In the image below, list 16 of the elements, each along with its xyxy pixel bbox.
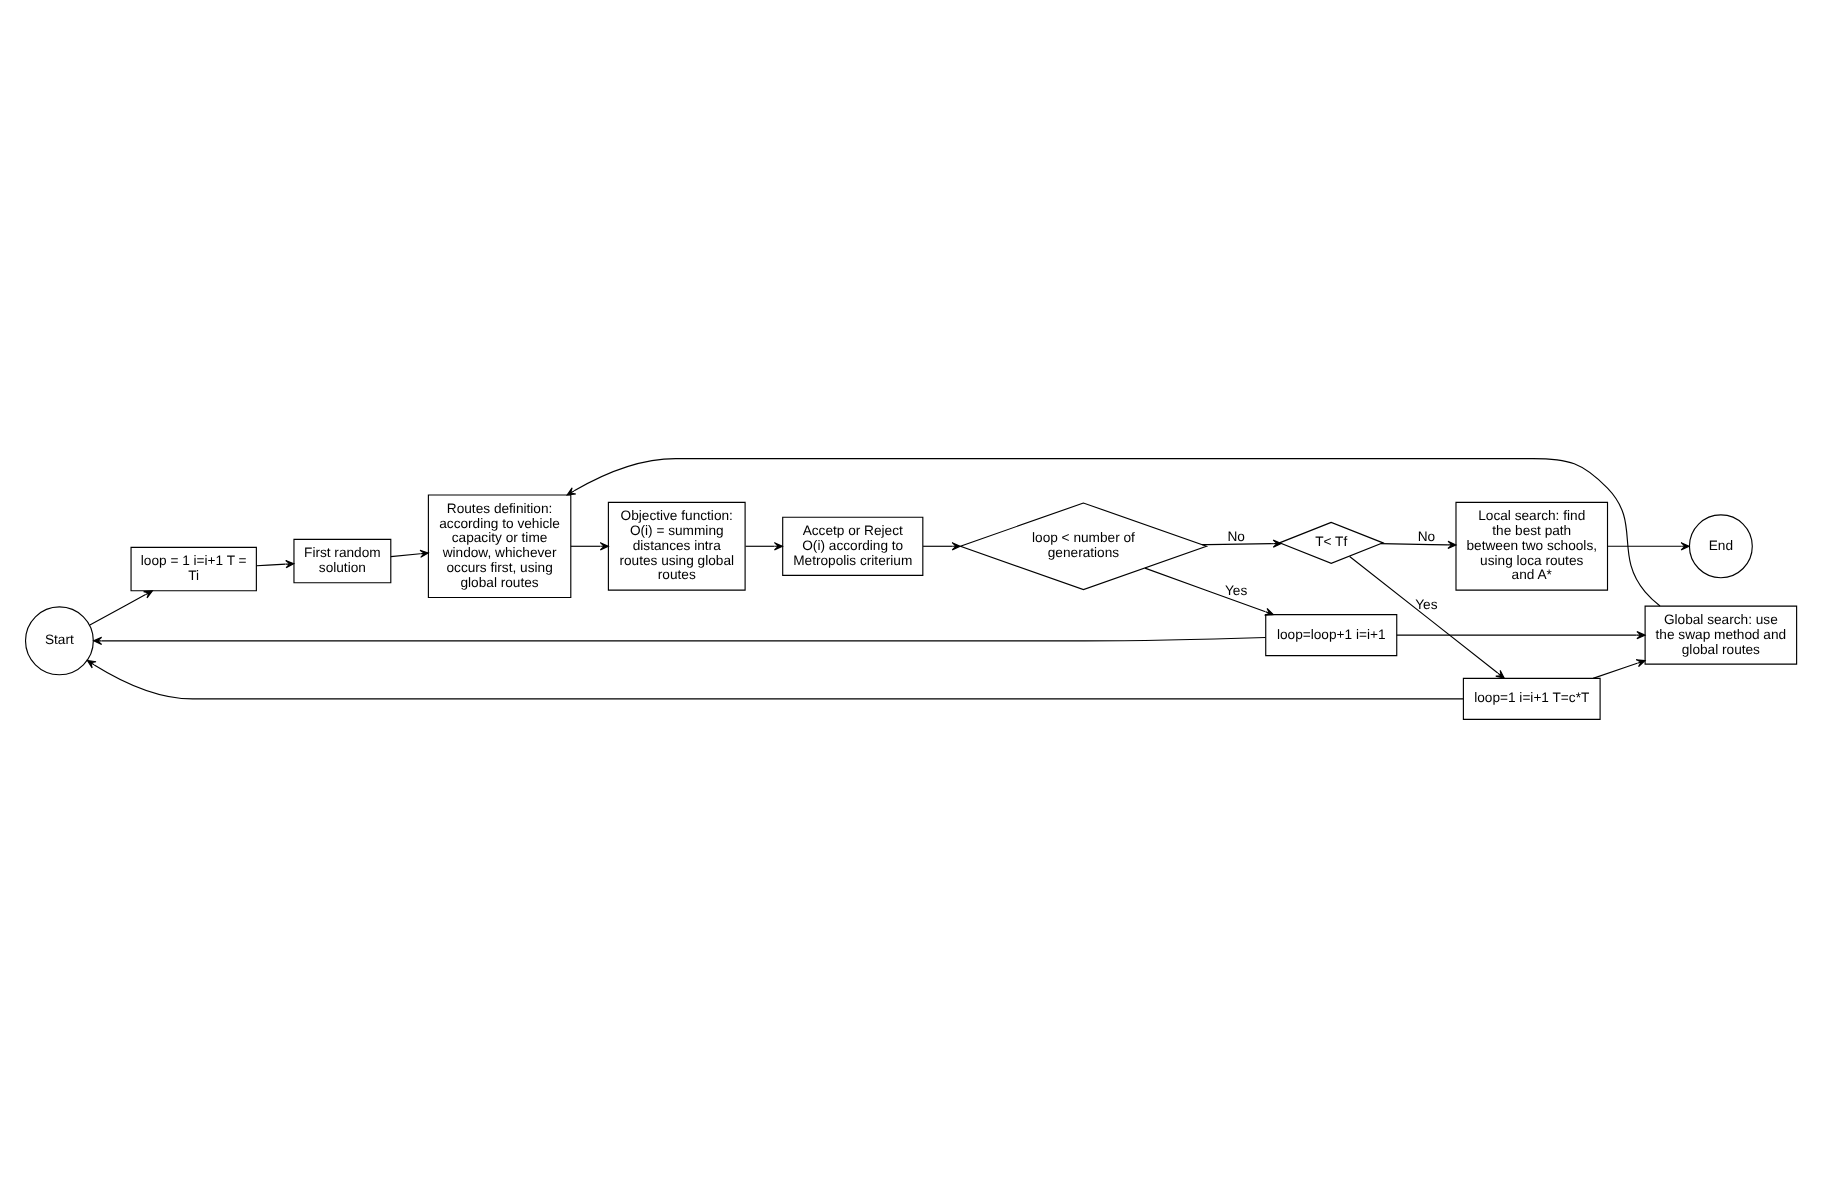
arrow — [89, 590, 153, 626]
arrow — [255, 559, 295, 569]
arrow — [566, 458, 1661, 607]
arrow — [390, 549, 429, 558]
arrow — [745, 542, 783, 551]
arrow — [1607, 542, 1690, 551]
arrow — [1592, 659, 1646, 679]
arrow — [1144, 567, 1274, 616]
arrow — [93, 636, 1267, 645]
arrow — [1396, 630, 1646, 640]
arrow — [570, 542, 609, 551]
arrow — [1349, 555, 1505, 679]
arrow — [1380, 540, 1457, 549]
arrow — [1201, 539, 1282, 548]
arrow — [922, 542, 961, 551]
arrow — [86, 659, 1464, 700]
